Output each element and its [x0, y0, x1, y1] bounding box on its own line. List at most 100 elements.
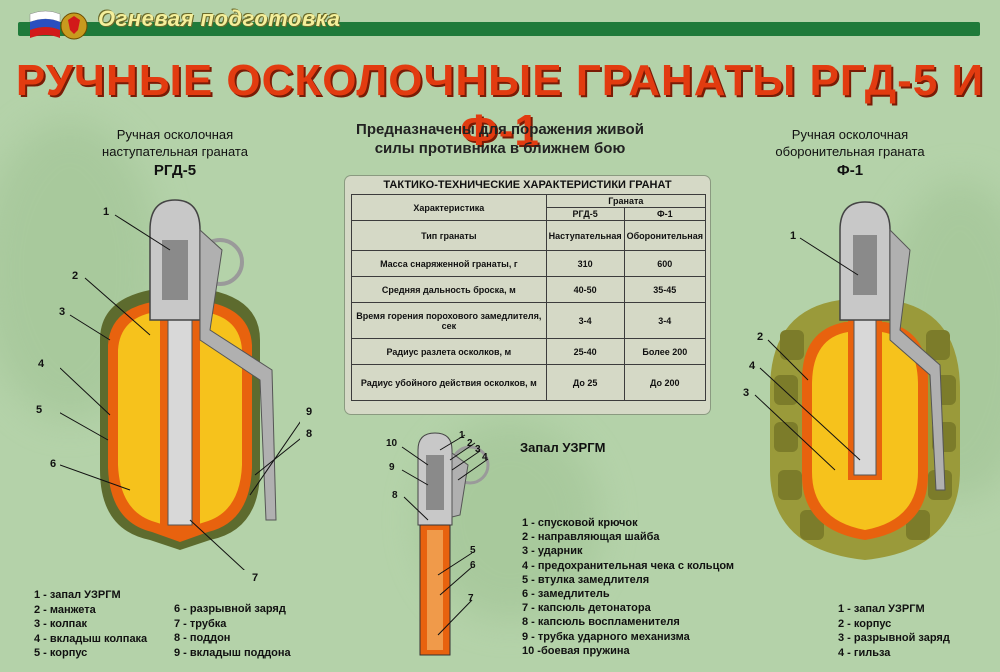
legend-item: 2 - корпус [838, 617, 892, 630]
caption-line: Ручная осколочная [791, 127, 909, 142]
legend-item: 7 - трубка [174, 617, 227, 630]
legend-item: 7 - капсюль детонатора [522, 602, 651, 615]
table-row: Время горения порохового замедлителя, се… [351, 302, 707, 339]
legend-item: 2 - манжета [34, 603, 96, 616]
subtitle-line: силы противника в ближнем бою [374, 140, 626, 157]
legend-item: 8 - поддон [174, 632, 231, 644]
legend-item: 4 - предохранительная чека с кольцом [522, 559, 735, 572]
rgd5-cutaway-illustration [60, 199, 300, 570]
fuse-callout: 5 [470, 545, 476, 556]
rgd5-callout: 5 [36, 404, 43, 416]
table-cell: Радиус разлета осколков, м [351, 338, 547, 365]
rgd5-callout: 2 [72, 270, 79, 282]
table-cell: Тип гранаты [351, 220, 547, 251]
table-cell: Наступательная [545, 220, 625, 251]
table-cell: 35-45 [623, 276, 707, 303]
rgd5-callout: 1 [103, 206, 110, 218]
table-cell: 310 [545, 250, 625, 277]
header-title: Огневая подготовка [98, 6, 341, 31]
rgd5-callout: 3 [59, 306, 66, 318]
legend-item: 9 - трубка ударного механизма [522, 630, 690, 643]
table-header-rgd5: РГД-5 [545, 207, 625, 221]
caption-line: оборонительная граната [775, 144, 925, 159]
legend-item: 3 - разрывной заряд [838, 632, 950, 644]
legend-item: 9 - вкладыш поддона [174, 646, 291, 659]
purpose-subtitle: Предназначены для поражения живой силы п… [320, 120, 680, 158]
table-cell: Более 200 [623, 338, 707, 365]
legend-item: 1 - запал УЗРГМ [838, 603, 925, 615]
f1-cutaway-illustration [754, 201, 960, 560]
table-cell: 3-4 [545, 302, 625, 339]
legend-item: 4 - гильза [838, 646, 891, 659]
table-cell: 600 [623, 250, 707, 277]
fuse-callout: 9 [389, 462, 395, 473]
legend-item: 2 - направляющая шайба [522, 531, 660, 544]
f1-callout: 2 [757, 331, 764, 343]
table-cell: Радиус убойного действия осколков, м [351, 364, 547, 401]
table-cell: Время горения порохового замедлителя, се… [351, 302, 547, 339]
rgd5-callout: 9 [306, 406, 313, 418]
fuse-callout: 8 [392, 490, 398, 501]
rgd5-callout: 4 [38, 358, 45, 370]
rgd5-callout: 7 [252, 572, 259, 584]
legend-item: 4 - вкладыш колпака [34, 632, 148, 645]
fuse-callout: 7 [468, 593, 474, 604]
rgd5-callout: 6 [50, 458, 57, 470]
subtitle-line: Предназначены для поражения живой [356, 121, 644, 138]
rgd5-name: РГД-5 [153, 162, 197, 179]
legend-item: 5 - втулка замедлителя [522, 573, 650, 586]
fuse-callout: 6 [470, 560, 476, 571]
caption-line: наступательная граната [102, 144, 248, 159]
table-title: ТАКТИКО-ТЕХНИЧЕСКИЕ ХАРАКТЕРИСТИКИ ГРАНА… [383, 179, 672, 191]
fuse-callout: 1 [459, 430, 465, 441]
flag-emblem-icon [29, 10, 88, 40]
fuse-title: Запал УЗРГМ [520, 440, 606, 455]
legend-item: 8 - капсюль воспламенителя [522, 616, 680, 629]
legend-item: 3 - колпак [34, 618, 87, 630]
page-title: РУЧНЫЕ ОСКОЛОЧНЫЕ ГРАНАТЫ РГД-5 И Ф-1 [15, 56, 985, 155]
f1-name: Ф-1 [836, 162, 864, 179]
table-header-grenade: Граната [545, 194, 707, 208]
table-cell: Средняя дальность броска, м [351, 276, 547, 303]
fuse-callout: 4 [482, 452, 488, 463]
rgd5-caption: Ручная осколочная наступательная граната… [70, 126, 280, 179]
f1-callout: 3 [743, 387, 750, 399]
table-cell: До 25 [545, 364, 625, 401]
table-cell: Оборонительная [623, 220, 707, 251]
legend-item: 3 - ударник [522, 545, 583, 558]
fuse-callout: 2 [467, 438, 473, 449]
rgd5-callout: 8 [306, 428, 313, 440]
table-cell: До 200 [623, 364, 707, 401]
header-bar [18, 22, 980, 36]
rgd5-legend-col1: 1 - запал УЗРГМ 2 - манжета 3 - колпак 4… [34, 588, 147, 661]
legend-item: 6 - разрывной заряд [174, 603, 286, 615]
table-cell: Масса снаряженной гранаты, г [351, 250, 547, 277]
f1-callout: 1 [790, 230, 797, 242]
legend-item: 5 - корпус [34, 647, 88, 659]
fuse-callout: 10 [386, 438, 398, 449]
table-header-f1: Ф-1 [623, 207, 707, 221]
f1-callout: 4 [749, 360, 756, 372]
fuse-cutaway-illustration [401, 432, 490, 656]
legend-item: 10 -боевая пружина [522, 644, 630, 657]
table-cell: 40-50 [545, 276, 625, 303]
f1-caption: Ручная осколочная оборонительная граната… [740, 126, 960, 179]
f1-legend: 1 - запал УЗРГМ 2 - корпус 3 - разрывной… [838, 602, 950, 660]
legend-item: 1 - спусковой крючок [522, 517, 638, 529]
legend-item: 6 - замедлитель [522, 588, 610, 601]
fuse-callout: 3 [475, 444, 481, 455]
table-cell: 3-4 [623, 302, 707, 339]
table-cell: 25-40 [545, 338, 625, 365]
fuse-legend: 1 - спусковой крючок 2 - направляющая ша… [522, 516, 734, 658]
specs-table-panel: ТАКТИКО-ТЕХНИЧЕСКИЕ ХАРАКТЕРИСТИКИ ГРАНА… [345, 176, 710, 414]
specs-table: Характеристика Граната РГД-5 Ф-1 Тип гра… [351, 194, 707, 401]
caption-line: Ручная осколочная [116, 127, 234, 142]
legend-item: 1 - запал УЗРГМ [34, 589, 121, 601]
rgd5-legend-col2: 6 - разрывной заряд 7 - трубка 8 - поддо… [174, 602, 291, 660]
table-header-characteristic: Характеристика [351, 194, 547, 221]
